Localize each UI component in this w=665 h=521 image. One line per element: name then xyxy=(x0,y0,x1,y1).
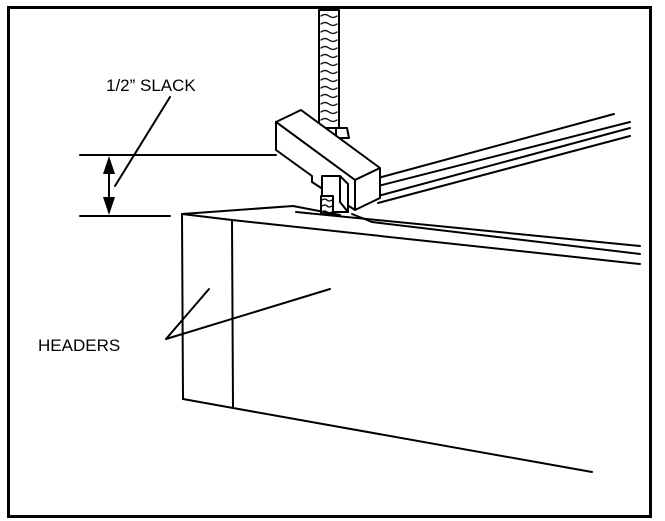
slack-leader-line xyxy=(114,96,171,187)
slack-label: 1/2” SLACK xyxy=(106,76,196,95)
headers-leader-right xyxy=(165,288,331,340)
headers-leader-left xyxy=(165,288,210,340)
threaded-rod-upper xyxy=(318,9,340,129)
headers-label: HEADERS xyxy=(38,336,121,355)
slack-arrow-head-down xyxy=(103,197,115,215)
support-rails xyxy=(377,113,631,204)
rod-threads xyxy=(320,13,338,123)
slack-arrow-head-up xyxy=(103,156,115,174)
slack-dimension xyxy=(79,96,277,217)
header-box xyxy=(181,205,641,473)
threaded-rod-lower xyxy=(320,195,334,215)
headers-leaders xyxy=(165,288,331,340)
clip-bracket xyxy=(275,109,381,213)
